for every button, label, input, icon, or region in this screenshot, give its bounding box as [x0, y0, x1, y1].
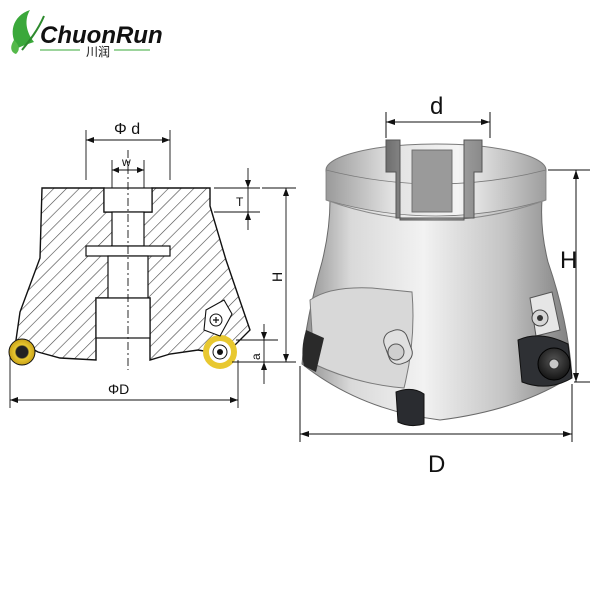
- height-label: H: [269, 272, 285, 282]
- screw-icon-1: [383, 329, 413, 365]
- screw-icon-2: [529, 291, 561, 337]
- left-insert-icon: [8, 338, 36, 366]
- front-insert-icon: [395, 388, 425, 427]
- clamp-screw-icon: [203, 299, 233, 337]
- schematic-drawing: Φ d w T H a ΦD: [8, 121, 296, 408]
- leaf-icon: [11, 10, 45, 54]
- round-insert-icon: [517, 335, 573, 387]
- bore-label: Φ d: [114, 121, 140, 138]
- brand-chinese: 川润: [86, 45, 110, 59]
- insert-offset-label: a: [249, 353, 263, 360]
- brand-logo: ChuonRun 川润: [11, 10, 163, 59]
- key-width-label: w: [121, 155, 131, 169]
- cutter-photo: d H D: [299, 93, 590, 478]
- photo-height-label: H: [560, 247, 577, 274]
- photo-bore-label: d: [430, 93, 443, 120]
- key-depth-label: T: [236, 195, 244, 209]
- brand-name: ChuonRun: [40, 22, 163, 49]
- diameter-label: ΦD: [108, 381, 129, 397]
- photo-diameter-label: D: [428, 451, 445, 478]
- right-insert-icon: [203, 335, 237, 369]
